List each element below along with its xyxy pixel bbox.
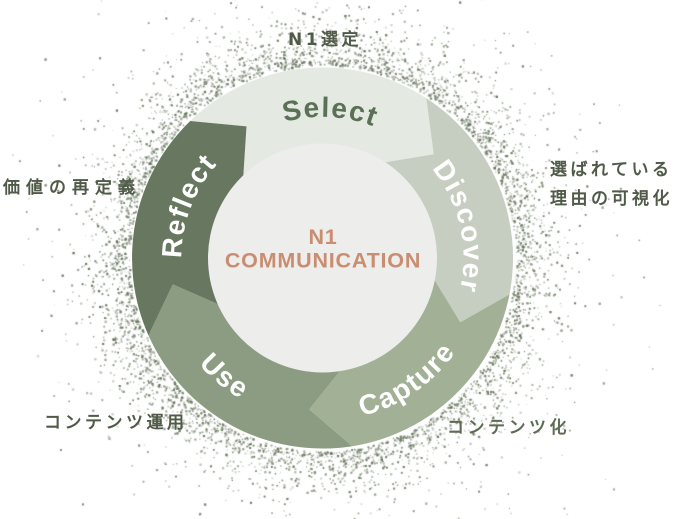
annotation-discover-line1: 選ばれている bbox=[550, 160, 673, 180]
segment-discover bbox=[384, 98, 514, 323]
annotation-reflect: 価値の再定義 bbox=[3, 178, 141, 198]
annotation-discover: 選ばれている 理由の可視化 bbox=[550, 156, 673, 214]
annotation-use: コンテンツ運用 bbox=[44, 413, 188, 433]
annotation-discover-line2: 理由の可視化 bbox=[550, 189, 673, 209]
segment-select bbox=[190, 67, 434, 176]
center-circle bbox=[208, 143, 437, 373]
segment-capture bbox=[309, 279, 510, 447]
annotation-select: N1選定 bbox=[288, 30, 363, 50]
center-title-line1: N1 bbox=[308, 225, 337, 249]
center-title-line2: COMMUNICATION bbox=[225, 249, 421, 273]
segment-use bbox=[148, 284, 353, 449]
segment-reflect bbox=[132, 121, 247, 336]
annotation-capture: コンテンツ化 bbox=[447, 418, 570, 438]
